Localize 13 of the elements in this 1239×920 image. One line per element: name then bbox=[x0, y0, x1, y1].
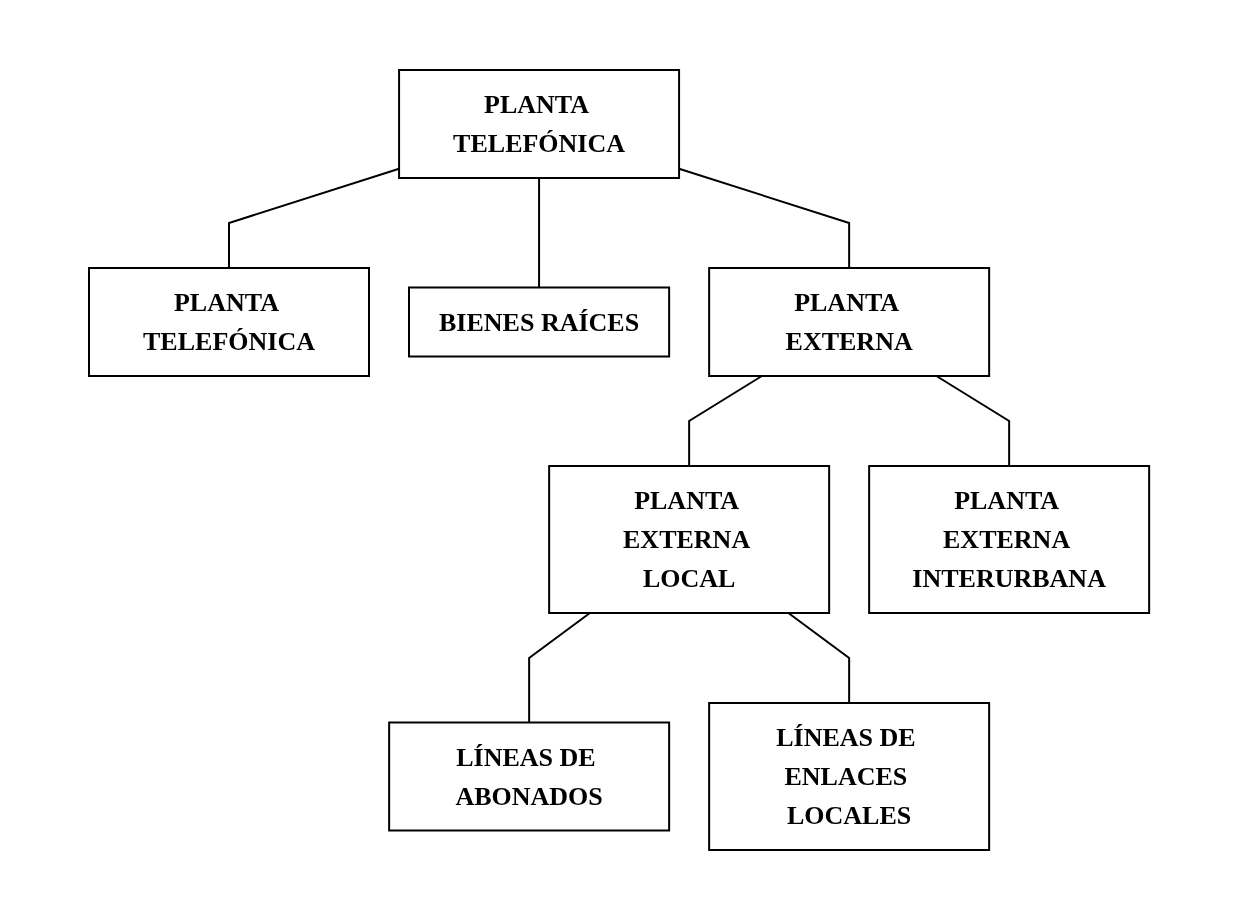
node-box: LÍNEAS DE ABONADOS bbox=[388, 721, 671, 832]
connector bbox=[688, 375, 764, 467]
node-box: PLANTA EXTERNA LOCAL bbox=[548, 465, 831, 614]
node-box: PLANTA EXTERNA bbox=[708, 267, 991, 377]
node-box: PLANTA EXTERNA INTERURBANA bbox=[868, 465, 1151, 614]
node-box: PLANTA TELEFÓNICA bbox=[398, 69, 681, 179]
connector bbox=[935, 375, 1011, 467]
connector bbox=[787, 612, 851, 704]
node-box: PLANTA TELEFÓNICA bbox=[88, 267, 371, 377]
node-box: LÍNEAS DE ENLACES LOCALES bbox=[708, 702, 991, 851]
node-box: BIENES RAÍCES bbox=[408, 286, 671, 358]
connector bbox=[528, 612, 592, 724]
connector bbox=[538, 177, 541, 289]
